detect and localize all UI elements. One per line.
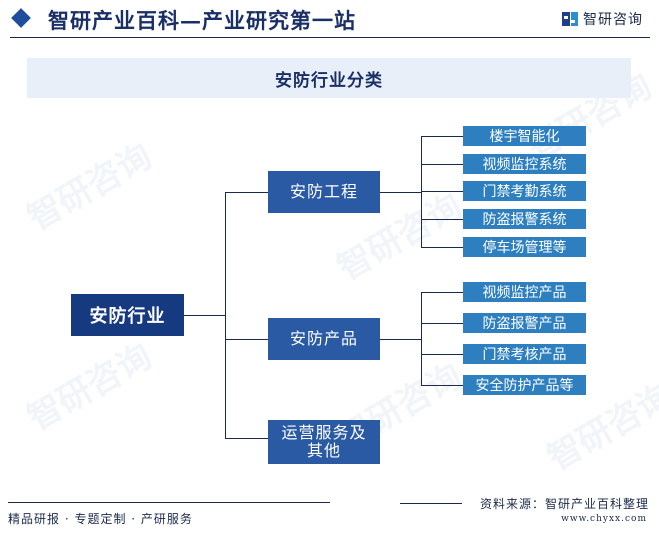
site-title: 智研产业百科—产业研究第一站: [48, 8, 356, 33]
header: 智研产业百科—产业研究第一站 智研咨询: [0, 0, 659, 40]
brand-name: 智研咨询: [583, 12, 643, 28]
branch-label-line2: 其他: [306, 441, 341, 460]
connector: [421, 292, 422, 385]
leaf-node: 视频监控产品: [463, 282, 586, 302]
watermark: 智研咨询: [20, 136, 159, 239]
diagram-title-bar: 安防行业分类: [27, 58, 631, 98]
footer-url: www.chyxx.com: [561, 514, 647, 524]
connector: [421, 136, 463, 137]
header-divider: [10, 37, 650, 38]
leaf-node: 防盗报警系统: [463, 209, 586, 229]
connector: [421, 354, 463, 355]
branch-node-services: 运营服务及 其他: [268, 420, 380, 464]
connector: [380, 339, 422, 340]
leaf-node: 门禁考核产品: [463, 344, 586, 364]
connector: [421, 292, 463, 293]
connector: [225, 339, 268, 340]
leaf-node: 门禁考勤系统: [463, 181, 586, 201]
footer-divider: [8, 502, 330, 503]
leaf-node: 安全防护产品等: [463, 375, 586, 395]
connector: [380, 192, 422, 193]
connector: [421, 164, 463, 165]
connector: [421, 247, 463, 248]
diamond-icon: [11, 8, 31, 28]
leaf-node: 防盗报警产品: [463, 313, 586, 333]
connector: [421, 323, 463, 324]
connector: [225, 192, 226, 438]
watermark: 智研咨询: [20, 336, 159, 439]
connector: [421, 219, 463, 220]
footer-source: 资料来源：智研产业百科整理: [479, 497, 649, 511]
branch-node-engineering: 安防工程: [268, 171, 380, 213]
leaf-node: 停车场管理等: [463, 237, 586, 257]
footer-divider: [400, 503, 462, 504]
connector: [225, 192, 268, 193]
branch-node-products: 安防产品: [268, 318, 380, 360]
zhiyan-logo-icon: [562, 11, 578, 27]
diagram-title: 安防行业分类: [275, 70, 383, 91]
connector: [421, 191, 463, 192]
connector: [184, 315, 226, 316]
connector: [225, 438, 268, 439]
leaf-node: 楼宇智能化: [463, 126, 586, 146]
brand: 智研咨询: [562, 9, 643, 29]
branch-label-line1: 运营服务及: [281, 423, 367, 442]
footer-tagline: 精品研报 · 专题定制 · 产研服务: [8, 512, 193, 526]
leaf-node: 视频监控系统: [463, 154, 586, 174]
root-node: 安防行业: [71, 294, 184, 336]
connector: [421, 385, 463, 386]
